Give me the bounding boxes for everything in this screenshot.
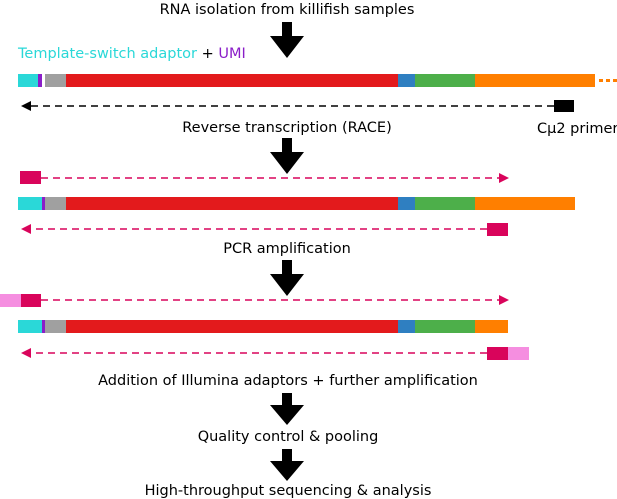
plus-label: + [202, 46, 214, 62]
green-segment [415, 320, 475, 333]
reverse-primer [487, 347, 508, 360]
down-arrow-icon [270, 22, 304, 58]
ellipsis-dot [599, 79, 603, 82]
down-arrow-icon [270, 260, 304, 296]
step-illumina-adaptors: Addition of Illumina adaptors + further … [98, 373, 478, 389]
umi-segment [42, 197, 45, 210]
forward-primer [21, 294, 41, 307]
step-quality-control: Quality control & pooling [198, 429, 379, 445]
orange-segment [475, 320, 508, 333]
ellipsis-dot [606, 79, 610, 82]
illumina-adaptor-reverse [508, 347, 529, 360]
blue-segment [398, 197, 415, 210]
illumina-adaptor-forward [0, 294, 21, 307]
tsa-segment [18, 320, 42, 333]
svg-text:Template-switch adaptor +: Template-switch adaptor + UMI [17, 46, 246, 62]
step-pcr: PCR amplification [223, 241, 351, 257]
pcr-product-transcript [18, 320, 508, 333]
blue-segment [398, 320, 415, 333]
down-arrow-icon [270, 393, 304, 425]
reverse-primer [487, 223, 508, 236]
tsa-segment [18, 197, 42, 210]
step-reverse-transcription: Reverse transcription (RACE) [182, 120, 391, 136]
orange-segment [475, 74, 595, 87]
down-arrow-icon [270, 449, 304, 481]
step-rna-isolation: RNA isolation from killifish samples [160, 2, 415, 18]
green-segment [415, 74, 475, 87]
blue-segment [398, 74, 415, 87]
step-sequencing: High-throughput sequencing & analysis [145, 483, 432, 499]
umi-label: UMI [218, 46, 245, 62]
primer-label: Cμ2 primer [537, 121, 617, 137]
mrna-transcript [18, 74, 617, 87]
green-segment [415, 197, 475, 210]
red-segment [66, 74, 398, 87]
ellipsis-dot [613, 79, 617, 82]
umi-segment [42, 320, 45, 333]
grey-segment [45, 197, 66, 210]
grey-segment [45, 320, 66, 333]
cdna-transcript [18, 197, 575, 210]
down-arrow-icon [270, 138, 304, 174]
red-segment [66, 320, 398, 333]
cmu2-primer [554, 100, 574, 112]
tsa-segment [18, 74, 38, 87]
template-switch-adaptor-label: Template-switch adaptor [17, 46, 197, 62]
red-segment [66, 197, 398, 210]
orange-segment [475, 197, 575, 210]
grey-segment [45, 74, 66, 87]
forward-primer [20, 171, 41, 184]
umi-segment [38, 74, 42, 87]
